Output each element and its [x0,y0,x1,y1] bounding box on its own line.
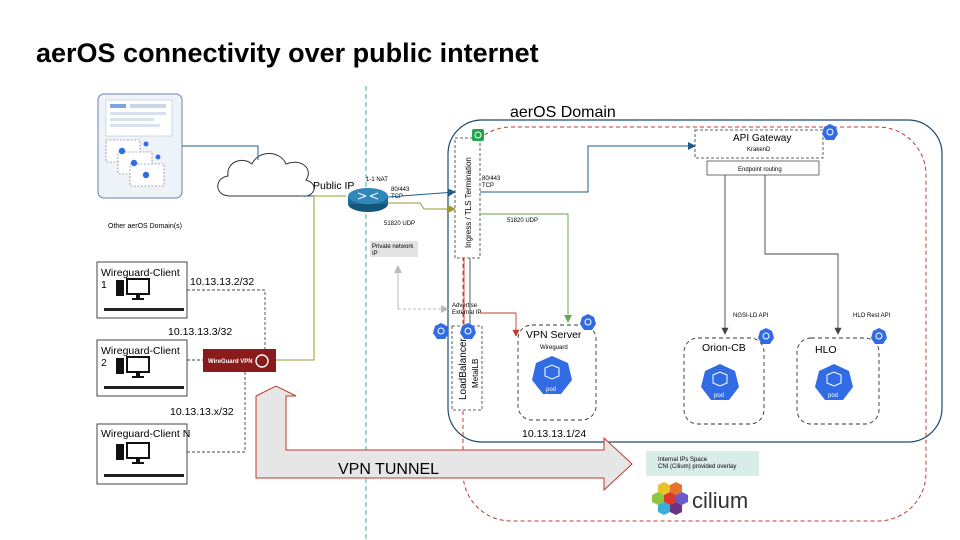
vpn-server-k8s-icon [580,314,596,330]
loadbalancer-box [451,325,483,411]
link-client-n-badge [187,372,246,453]
client-1-ip: 10.13.13.2/32 [190,276,254,288]
other-domain-label: Other aerOS Domain(s) [108,223,182,230]
endpoint-routing-box [706,160,820,176]
orion-cb-pod-label: pod [714,393,724,399]
wireguard-logo-icon [255,354,269,368]
client-n-monitor-icon [126,442,150,459]
hlo-pod-label: pod [828,393,838,399]
page-title: aerOS connectivity over public internet [36,38,539,68]
router-icon [348,188,388,212]
client-2-tower-icon [116,358,124,374]
loadbalancer-subtitle: MetalLB [471,359,480,388]
api-gateway-k8s-icon [822,124,838,140]
ngsi-ld-api-label: NGSI-LD API [733,313,769,319]
ingress-icon [472,129,484,141]
client-1-monitor-icon [126,278,150,295]
private-network-label-bg [370,241,418,257]
api-gateway-subtitle: KrakenD [747,147,771,153]
loadbalancer-title: LoadBalancer [458,338,469,400]
client-n-card[interactable]: Wireguard-Client N [96,423,190,485]
link-vpn-badge-router [276,195,346,361]
link-router-ingress-tcp [387,188,456,198]
api-gateway-title: API Gateway [733,133,791,144]
router-port-udp: 51820 UDP [384,221,415,227]
loadbalancer-k8s-icon [433,323,449,339]
hlo-label: HLO [815,344,837,356]
client-2-ip: 10.13.13.3/32 [168,326,232,338]
aeros-domain-panel [447,119,943,443]
internet-cloud-icon [217,153,315,197]
hlo-k8s-icon [871,328,887,344]
vpn-server-ip: 10.13.13.1/24 [522,428,586,440]
vpn-server-pod-icon [532,356,572,394]
vpn-server-subtitle: Wireguard [540,345,568,351]
loadbalancer-k8s-icon-2 [460,323,476,339]
link-gateway-hlo [764,175,842,335]
client-2-monitor-icon [126,356,150,373]
api-gateway-box [694,129,824,159]
client-n-tower-icon [116,444,124,460]
client-n-name: Wireguard-Client N [101,428,190,440]
link-ingress-vpn-server [480,213,572,323]
link-ingress-api-gateway [480,142,696,193]
orion-cb-k8s-icon [758,328,774,344]
public-ip-label: Public IP [313,180,354,192]
vpn-server-title: VPN Server [526,329,582,341]
aeros-domain-label: aerOS Domain [510,104,616,121]
link-router-ingress-udp [388,202,456,213]
ingress-label: Ingress / TLS Termination [464,157,473,248]
cilium-logo-icon [652,482,688,515]
cilium-label: cilium [692,488,748,513]
ingress-port-udp: 51820 UDP [507,218,538,224]
cluster-boundary [462,126,927,522]
ingress-icon-glyph [474,131,482,139]
hlo-pod-icon [815,364,853,400]
link-private-advertise [397,274,449,313]
link-client-1-badge [187,289,266,349]
orion-cb-label: Orion-CB [702,342,746,354]
internal-ips-box [646,451,759,476]
wireguard-vpn-badge [203,349,276,372]
endpoint-routing-label: Endpoint routing [738,167,782,173]
vpn-tunnel-arrow [255,385,633,492]
nat-label: 1-1 NAT [366,177,388,183]
client-n-ip: 10.13.13.x/32 [170,406,234,418]
vpn-tunnel-label: VPN TUNNEL [338,461,439,478]
ingress-box [454,137,481,259]
wireguard-vpn-badge-label: WireGuard VPN [208,359,253,365]
orion-cb-pod-icon [701,364,739,400]
other-domain-card [97,93,183,199]
link-domain-cloud [182,145,259,160]
client-1-tower-icon [116,280,124,296]
hlo-rest-api-label: HLO Rest API [853,313,891,319]
vpn-server-pod-label: pod [546,387,556,393]
